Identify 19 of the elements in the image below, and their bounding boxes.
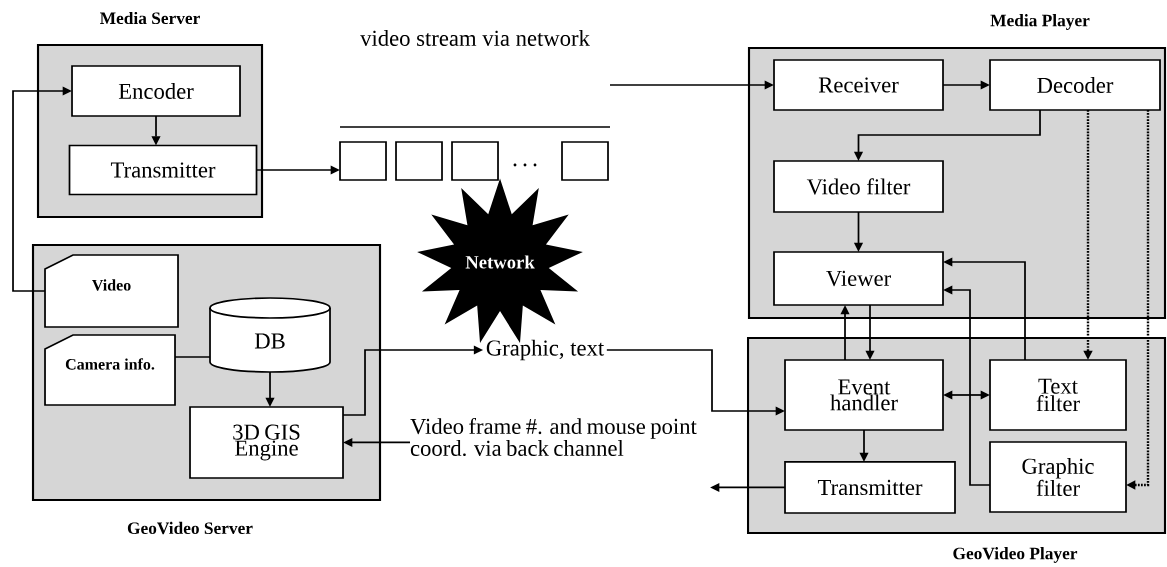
stream-label: video stream via network (360, 30, 590, 46)
node-label: Media Server (100, 11, 200, 25)
database-cylinder: DB (209, 297, 331, 373)
process-box: Decoder (989, 59, 1161, 111)
process-box: Transmitter (784, 461, 956, 514)
process-box: Receiver (773, 59, 944, 111)
process-box: Text filter (989, 359, 1127, 431)
process-box: Encoder (71, 65, 241, 117)
node-label: GeoVideo Server (127, 521, 253, 535)
text-label: Video frame #. and mouse point coord. via back channel (410, 417, 697, 457)
process-box: Transmitter (68, 144, 258, 196)
node-label: Media Player (990, 14, 1090, 30)
node-label: GeoVideo Player (953, 547, 1078, 563)
connector-line (174, 356, 211, 358)
process-box: Event handler (784, 359, 944, 431)
process-box: Viewer (773, 251, 944, 306)
process-box: Graphic filter (989, 441, 1127, 513)
process-box: Video filter (773, 160, 944, 213)
process-box: 3D GIS Engine (189, 406, 344, 479)
